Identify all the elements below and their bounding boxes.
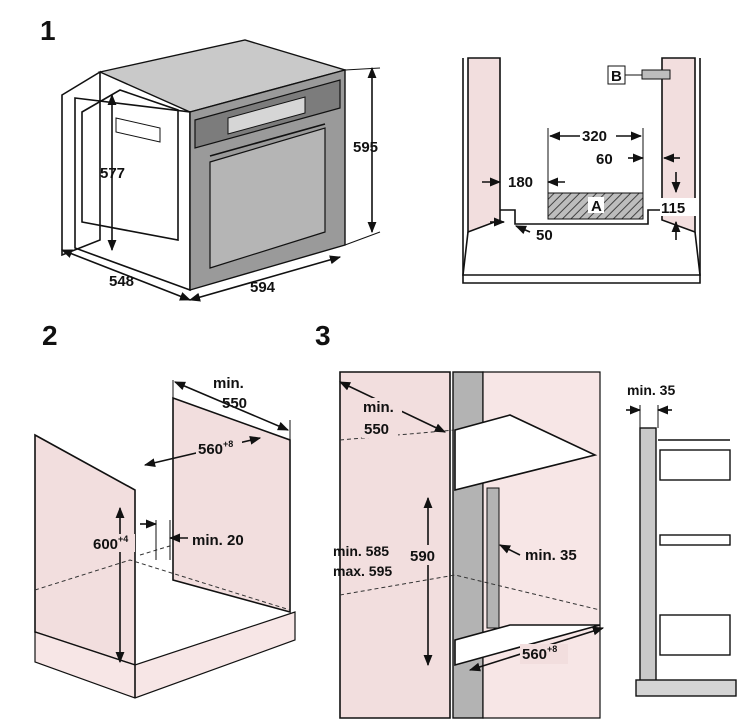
dim-560-wrap: 560+8 bbox=[198, 439, 233, 458]
dim-590-bg bbox=[408, 545, 444, 565]
cabinet-outline bbox=[462, 58, 701, 284]
dim-115: 115 bbox=[661, 200, 685, 217]
cabinet-floor bbox=[462, 231, 701, 276]
dim-595: 595 bbox=[353, 139, 378, 156]
dim-180: 180 bbox=[508, 174, 533, 191]
label-a-bg bbox=[588, 197, 604, 213]
dim-tall-560: 560 bbox=[522, 646, 547, 663]
dim-tall-560-tol: +8 bbox=[547, 644, 557, 654]
dim-600-tol: +4 bbox=[118, 534, 128, 544]
dim-600-wrap: 600+4 bbox=[93, 534, 128, 553]
side-detail-shelf-3 bbox=[659, 614, 731, 656]
dim-line-594 bbox=[188, 255, 342, 302]
undercounter-right-panel bbox=[172, 396, 291, 614]
tall-top-shelf bbox=[454, 414, 598, 492]
oven-drawing: 1 577 595 548 594 bbox=[40, 15, 381, 302]
side-detail-panel bbox=[639, 427, 657, 689]
section-2-number: 2 bbox=[42, 320, 58, 351]
section-3-number: 3 bbox=[315, 320, 331, 351]
dim-tall-560-wrap: 560+8 bbox=[522, 644, 557, 663]
dim-590: 590 bbox=[410, 548, 435, 565]
dim-tall-550: 550 bbox=[364, 421, 389, 438]
dim-tall-550-bg1 bbox=[360, 398, 402, 416]
ext-line-bottom bbox=[344, 231, 381, 246]
label-b: B bbox=[611, 68, 622, 85]
ext-line-top bbox=[344, 67, 381, 71]
oven-back-plate bbox=[61, 70, 101, 257]
dim-594: 594 bbox=[250, 279, 276, 296]
dim-line-550 bbox=[173, 381, 290, 431]
dim-side-min-35: min. 35 bbox=[627, 382, 675, 398]
dim-tall-560-bg bbox=[520, 644, 568, 664]
side-detail-shelf-1 bbox=[659, 449, 731, 481]
side-detail-shelf-2 bbox=[659, 534, 731, 546]
dim-line-548 bbox=[60, 249, 192, 301]
cabinet-shelf bbox=[500, 209, 662, 225]
dim-60: 60 bbox=[596, 151, 613, 168]
dim-line-tall-35 bbox=[498, 544, 521, 556]
oven-window bbox=[209, 127, 326, 269]
cabinet-section-drawing: A B 320 60 180 115 50 bbox=[462, 57, 701, 284]
dim-min-585: min. 585 bbox=[333, 543, 389, 559]
side-detail-drawing: min. 35 bbox=[626, 382, 737, 697]
dim-600: 600 bbox=[93, 536, 118, 553]
dim-tall-550-min: min. bbox=[363, 399, 394, 416]
dim-50: 50 bbox=[536, 227, 553, 244]
dim-tall-550-bg2 bbox=[362, 420, 398, 438]
dim-max-595: max. 595 bbox=[333, 563, 392, 579]
dim-min-20: min. 20 bbox=[192, 532, 244, 549]
dim-115-bg bbox=[660, 198, 696, 216]
bracket-b bbox=[641, 69, 671, 80]
dim-550: 550 bbox=[222, 395, 247, 412]
dim-560-bg bbox=[196, 438, 242, 456]
dim-tall-min-35: min. 35 bbox=[525, 547, 577, 564]
oven-door-handle bbox=[209, 123, 326, 157]
tall-inner-post bbox=[486, 487, 500, 629]
dim-560-tol: +8 bbox=[223, 439, 233, 449]
oven-side-handle bbox=[115, 117, 161, 143]
side-detail-base bbox=[635, 679, 737, 697]
dim-320-bg bbox=[580, 126, 616, 144]
oven-display bbox=[227, 96, 306, 135]
oven-side-recess bbox=[81, 89, 179, 241]
undercounter-floor-dash bbox=[34, 559, 291, 611]
dim-550-min: min. bbox=[213, 375, 244, 392]
dim-line-50b bbox=[514, 225, 531, 235]
dim-320: 320 bbox=[582, 128, 607, 145]
dim-600-bg bbox=[91, 534, 135, 552]
dim-560: 560 bbox=[198, 441, 223, 458]
cabinet-left-wall bbox=[467, 57, 501, 234]
dim-548: 548 bbox=[109, 273, 134, 290]
dim-577: 577 bbox=[100, 165, 125, 182]
label-a: A bbox=[591, 198, 602, 215]
undercounter-drawing: 2 min. 550 560+8 600+4 min. 20 bbox=[34, 320, 296, 699]
section-1-number: 1 bbox=[40, 15, 56, 46]
tall-left-panel bbox=[339, 371, 451, 719]
tall-unit-drawing: 3 min. 550 590 min. 585 max. 595 min. 35… bbox=[315, 320, 605, 719]
